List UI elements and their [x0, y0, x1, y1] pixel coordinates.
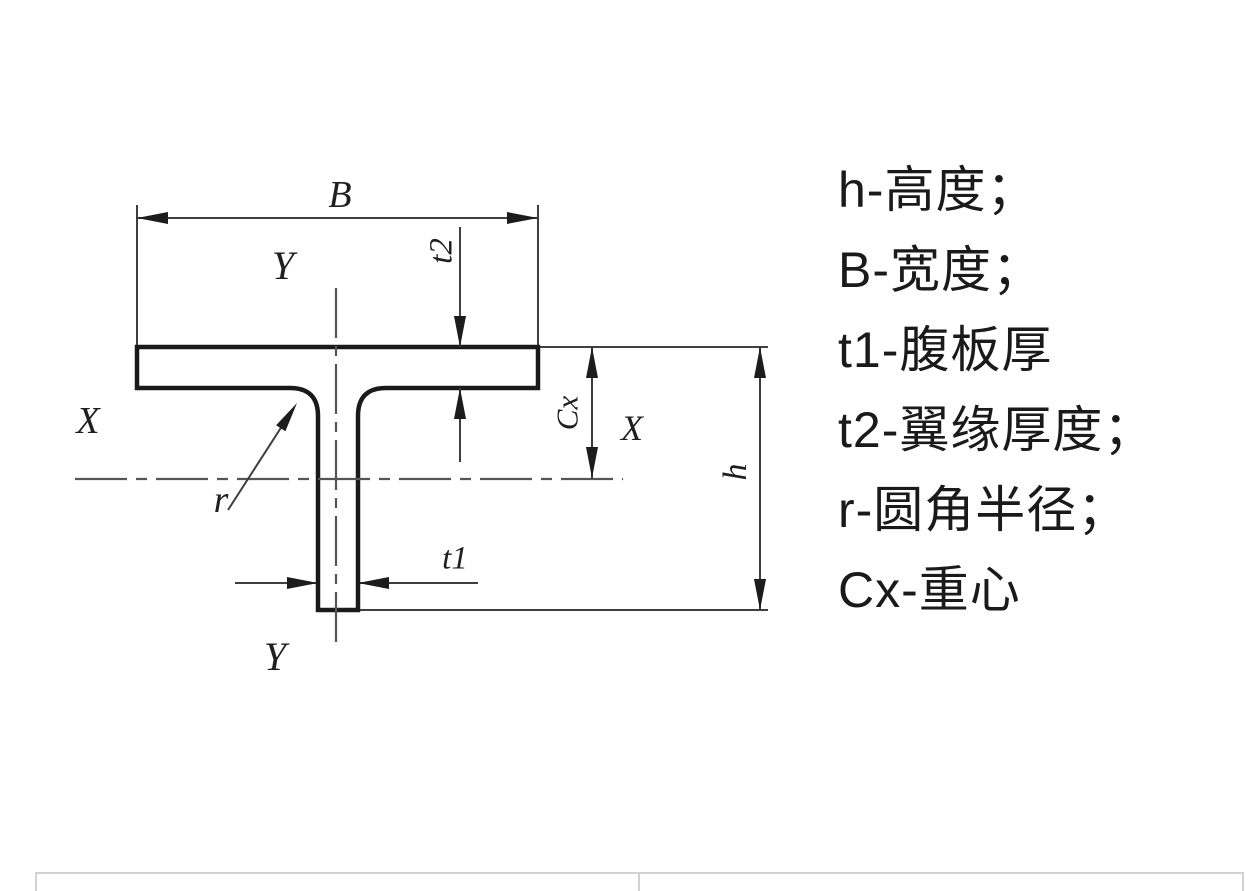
axis-label-x-right: X: [621, 408, 643, 448]
dim-label-t2: t2: [423, 238, 460, 264]
bottom-table: [35, 872, 1244, 891]
dim-label-t1: t1: [442, 540, 468, 577]
dim-label-h: h: [717, 463, 754, 481]
h-arrow-down: [754, 579, 766, 610]
dim-label-r: r: [213, 479, 229, 521]
legend-item-Cx: Cx-重心: [838, 562, 1021, 618]
legend-item-r: r-圆角半径；: [838, 482, 1129, 538]
legend-item-h: h-高度；: [838, 162, 1038, 218]
t2-arrow-down: [454, 316, 466, 347]
dim-label-Cx: Cx: [549, 395, 585, 431]
t2-arrow-up: [454, 388, 466, 419]
dim-label-B: B: [328, 174, 352, 216]
legend-item-t2: t2-翼缘厚度；: [838, 402, 1155, 458]
table-cell-right: [640, 874, 1242, 891]
axis-label-x-left: X: [76, 400, 100, 442]
cx-arrow-up: [586, 347, 598, 378]
r-arrowhead: [276, 403, 297, 432]
b-arrow-right: [507, 212, 538, 224]
t1-arrow-right: [287, 577, 318, 589]
cx-arrow-down: [586, 447, 598, 478]
legend: h-高度； B-宽度； t1-腹板厚 t2-翼缘厚度； r-圆角半径； Cx-重…: [838, 150, 1154, 630]
axis-label-y-top: Y: [271, 243, 295, 288]
b-arrow-left: [137, 212, 168, 224]
arrowheads: [137, 212, 766, 610]
center-lines: [75, 288, 623, 648]
h-arrow-up: [754, 347, 766, 378]
t1-arrow-left: [358, 577, 389, 589]
t-section-outline: [134, 344, 541, 613]
axis-label-y-bottom: Y: [263, 634, 287, 679]
legend-item-t1: t1-腹板厚: [838, 322, 1053, 378]
table-cell-left: [37, 874, 640, 891]
legend-item-B: B-宽度；: [838, 242, 1043, 298]
